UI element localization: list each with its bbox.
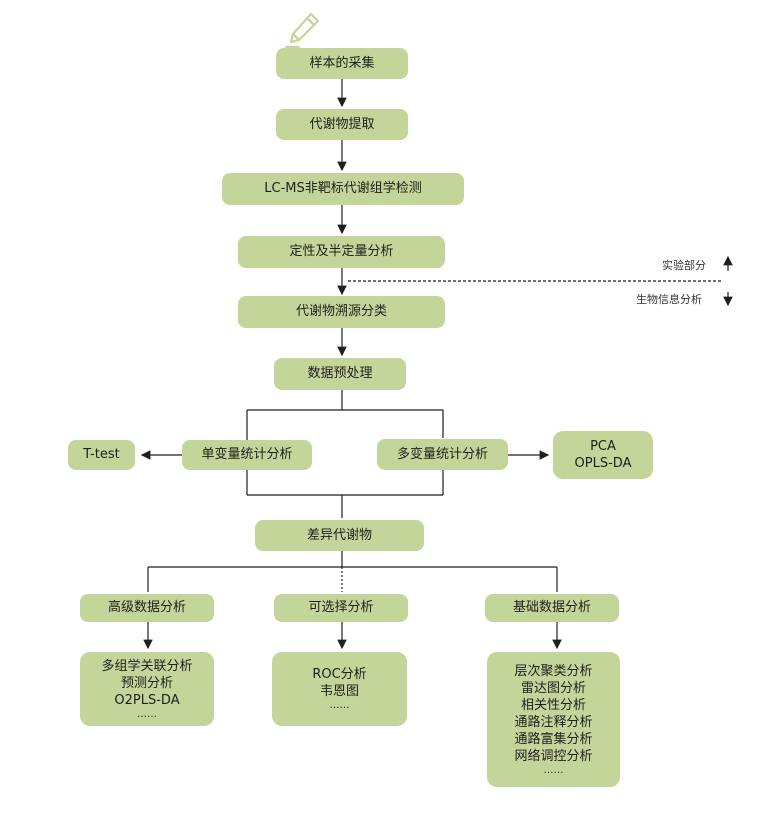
step-univariate: 单变量统计分析 <box>182 440 312 470</box>
detail-item: 通路注释分析 <box>514 714 593 730</box>
step-advanced: 高级数据分析 <box>80 594 214 622</box>
detail-item: 网络调控分析 <box>514 748 593 764</box>
step-pca: PCA OPLS-DA <box>553 431 653 479</box>
detail-item: 层次聚类分析 <box>514 663 593 679</box>
step-label: T-test <box>83 447 120 462</box>
step-label: 基础数据分析 <box>512 600 591 615</box>
step-label: PCA <box>590 439 616 454</box>
detail-item: 通路富集分析 <box>514 731 593 747</box>
detail-item: …… <box>543 764 564 776</box>
step-basic: 基础数据分析 <box>485 594 619 622</box>
detail-item: …… <box>329 700 350 711</box>
detail-item: 雷达图分析 <box>520 680 586 696</box>
detail-item: 多组学关联分析 <box>101 658 193 674</box>
step-label: 代谢物溯源分类 <box>295 304 387 319</box>
step-label: 样本的采集 <box>309 55 375 71</box>
detail-item: ROC分析 <box>312 667 367 682</box>
step-extraction: 代谢物提取 <box>276 109 408 140</box>
step-multivariate: 多变量统计分析 <box>377 439 508 470</box>
optional-details: ROC分析 韦恩图 …… <box>272 652 407 726</box>
experiment-section-label: 实验部分 <box>662 259 706 272</box>
step-preprocess: 数据预处理 <box>274 358 406 390</box>
step-label: LC-MS非靶标代谢组学检测 <box>264 181 422 196</box>
detail-item: 预测分析 <box>120 675 173 691</box>
step-label: 多变量统计分析 <box>396 446 488 462</box>
step-lcms: LC-MS非靶标代谢组学检测 <box>222 173 464 205</box>
detail-item: 韦恩图 <box>319 684 359 699</box>
step-label: 数据预处理 <box>307 366 373 381</box>
step-label: 高级数据分析 <box>107 600 186 615</box>
step-quant: 定性及半定量分析 <box>238 236 445 268</box>
step-label: OPLS-DA <box>574 456 632 471</box>
detail-item: 相关性分析 <box>520 697 586 713</box>
step-diff: 差异代谢物 <box>255 520 424 551</box>
detail-item: O2PLS-DA <box>114 692 180 708</box>
advanced-details: 多组学关联分析 预测分析 O2PLS-DA …… <box>80 652 214 726</box>
step-label: 代谢物提取 <box>309 116 375 132</box>
step-sampling: 样本的采集 <box>276 48 408 79</box>
step-label: 差异代谢物 <box>306 527 372 543</box>
step-label: 单变量统计分析 <box>201 447 293 462</box>
bioinformatics-section-label: 生物信息分析 <box>636 293 702 306</box>
step-optional: 可选择分析 <box>274 594 408 622</box>
step-label: 定性及半定量分析 <box>289 244 394 259</box>
detail-item: …… <box>137 708 157 720</box>
basic-details: 层次聚类分析 雷达图分析 相关性分析 通路注释分析 通路富集分析 网络调控分析 … <box>487 652 620 787</box>
pen-icon <box>285 12 320 48</box>
step-label: 可选择分析 <box>308 600 374 615</box>
step-source: 代谢物溯源分类 <box>238 296 445 328</box>
step-ttest: T-test <box>68 440 135 470</box>
